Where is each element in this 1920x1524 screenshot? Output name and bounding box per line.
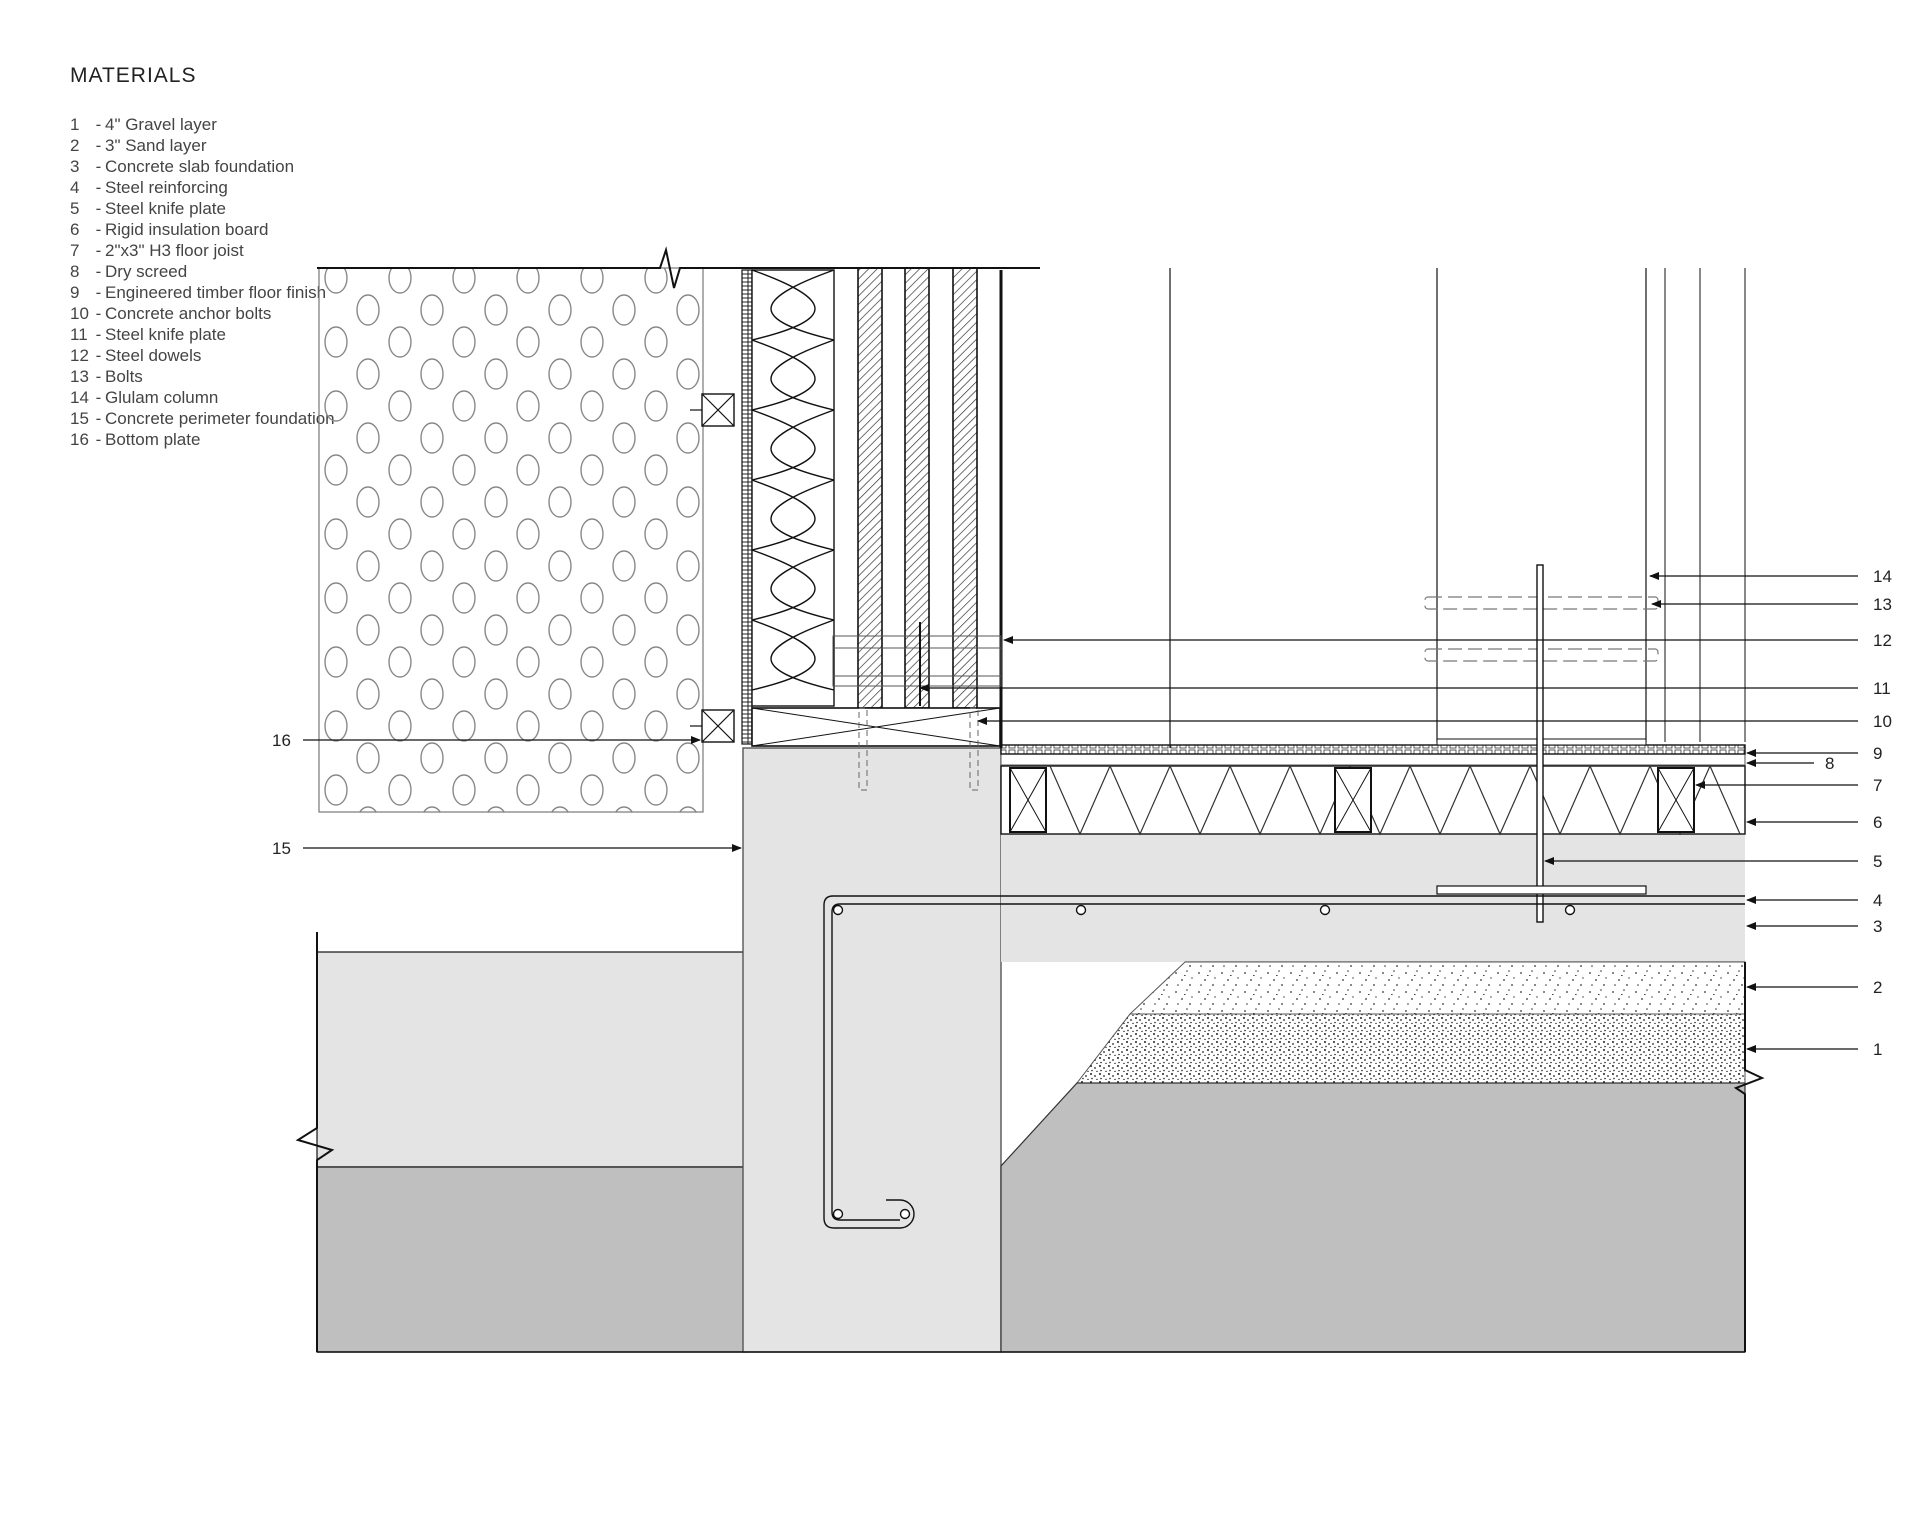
brick-veneer	[318, 267, 704, 813]
rebar-section-4	[1564, 904, 1576, 916]
wall-insulation	[751, 269, 835, 707]
rebar-section-1	[832, 904, 844, 916]
rebar-section-6	[899, 1208, 911, 1220]
timber-floor-finish	[1000, 744, 1746, 755]
exterior-soil-upper	[316, 951, 748, 1168]
legend-item: 2-3" Sand layer	[70, 136, 207, 155]
legend-item: 3-Concrete slab foundation	[70, 157, 295, 176]
callout-8: 8	[1825, 754, 1834, 773]
stud-3	[952, 267, 978, 709]
callout-6: 6	[1873, 813, 1882, 832]
legend-item: 15-Concrete perimeter foundation	[70, 409, 335, 428]
veneer-tie-bottom-cross-b	[701, 709, 735, 743]
dry-screed	[1000, 752, 1746, 766]
callout-5: 5	[1873, 852, 1882, 871]
callout-1: 1	[1873, 1040, 1882, 1059]
knife-plate-base	[1436, 885, 1647, 895]
callout-2: 2	[1873, 978, 1882, 997]
column-knife-plate	[1536, 564, 1544, 923]
anchor-bolt-1	[858, 707, 868, 791]
insulation-zigzag	[1049, 764, 1741, 836]
materials-legend: MATERIALS 1-4" Gravel layer 2-3" Sand la…	[70, 64, 355, 450]
rebar-section-2	[1075, 904, 1087, 916]
insulation-batt-loops	[751, 269, 835, 691]
bottom-plate-cross-b	[751, 707, 1001, 747]
stud-2	[904, 267, 930, 709]
legend-item: 12-Steel dowels	[70, 346, 202, 365]
exterior-soil-break-line	[295, 932, 335, 1352]
floor-joist-3	[1657, 767, 1695, 833]
veneer-tie-top-cross-b	[701, 393, 735, 427]
floor-joist-1	[1009, 767, 1047, 833]
legend-item: 16-Bottom plate	[70, 430, 201, 449]
legend-item: 13-Bolts	[70, 367, 143, 386]
steel-reinforcing-bar-inner	[831, 903, 1745, 1221]
callout-11: 11	[1873, 679, 1891, 698]
legend-item: 14-Glulam column	[70, 388, 219, 407]
legend-item: 9-Engineered timber floor finish	[70, 283, 327, 302]
stud-1	[857, 267, 883, 709]
top-break-line	[317, 246, 1040, 289]
callout-4: 4	[1873, 891, 1882, 910]
concrete-slab	[1001, 834, 1745, 962]
exterior-soil-lower	[316, 1166, 748, 1353]
callout-3: 3	[1873, 917, 1882, 936]
legend-item: 1-4" Gravel layer	[70, 115, 217, 134]
wall-knife-plate	[832, 635, 1002, 687]
callout-12: 12	[1873, 631, 1892, 650]
legend-item: 10-Concrete anchor bolts	[70, 304, 272, 323]
legend-item: 11-Steel knife plate	[70, 325, 226, 344]
legend-item: 4-Steel reinforcing	[70, 178, 228, 197]
legend-item: 7-2"x3" H3 floor joist	[70, 241, 244, 260]
interior-soil	[1000, 1082, 1746, 1353]
sand-layer-texture	[1130, 962, 1745, 1014]
legend-item: 5-Steel knife plate	[70, 199, 226, 218]
legend-item: 6-Rigid insulation board	[70, 220, 269, 239]
wall-membrane	[741, 269, 753, 745]
callout-14: 14	[1873, 567, 1892, 586]
callout-7: 7	[1873, 776, 1882, 795]
right-break-line	[1733, 962, 1765, 1352]
steel-reinforcing-bar	[823, 895, 1745, 1229]
callout-13: 13	[1873, 595, 1892, 614]
rebar-section-5	[832, 1208, 844, 1220]
callout-16: 16	[272, 731, 291, 750]
anchor-bolt-2	[969, 707, 979, 791]
concrete-perimeter-foundation	[742, 747, 1002, 1353]
callout-10: 10	[1873, 712, 1892, 731]
floor-joist-2	[1334, 767, 1372, 833]
gravel-layer-texture	[1077, 1014, 1745, 1083]
legend-title: MATERIALS	[70, 64, 197, 87]
rebar-section-3	[1319, 904, 1331, 916]
callout-9: 9	[1873, 744, 1882, 763]
rigid-insulation-board	[1000, 765, 1746, 835]
callout-15: 15	[272, 839, 291, 858]
legend-list: 1-4" Gravel layer 2-3" Sand layer 3-Conc…	[70, 114, 355, 450]
legend-item: 8-Dry screed	[70, 262, 188, 281]
